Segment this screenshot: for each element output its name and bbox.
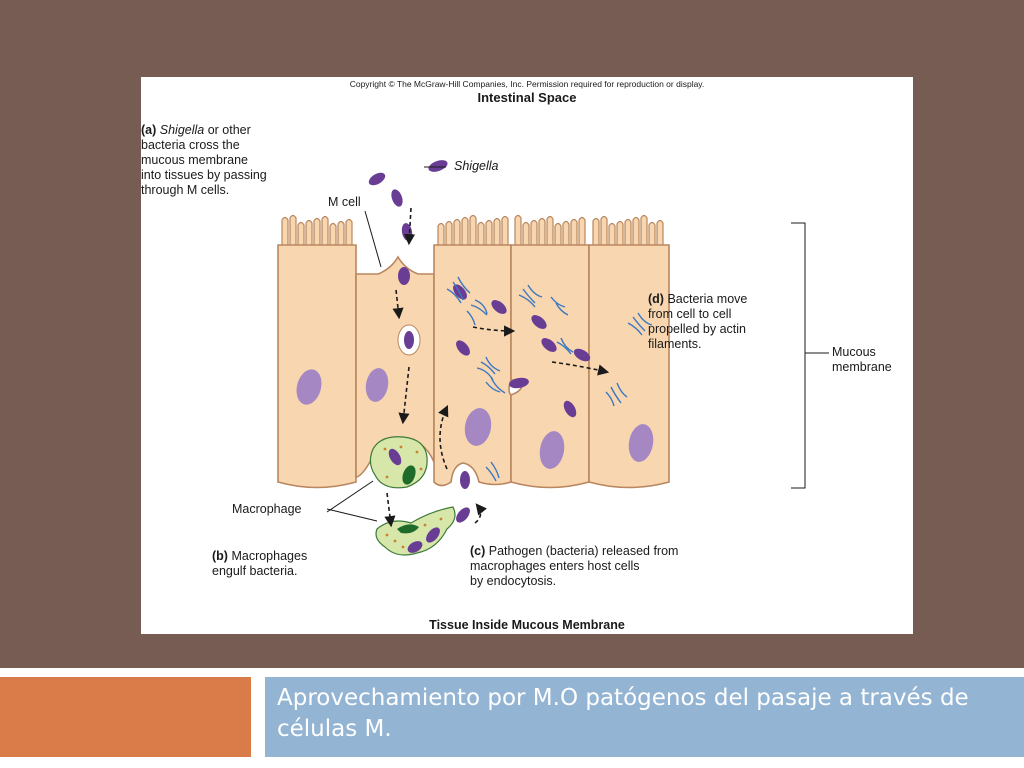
figure-panel: Copyright © The McGraw-Hill Companies, I… <box>141 77 913 634</box>
microvillus <box>562 220 570 245</box>
microvillus <box>648 221 656 245</box>
bacterium <box>563 400 577 418</box>
microvillus <box>530 219 538 245</box>
bacterium <box>456 340 470 356</box>
microvillus <box>337 220 345 245</box>
microvillus <box>514 214 522 245</box>
nucleus <box>365 368 389 402</box>
bacterium <box>388 448 402 466</box>
bacterium <box>428 160 448 172</box>
microvillus <box>477 221 485 245</box>
bacterium <box>541 338 557 352</box>
microvillus <box>469 214 477 245</box>
nucleus <box>464 408 492 446</box>
label-c-letter: (c) <box>470 544 486 558</box>
microvillus <box>345 218 353 245</box>
label-a-shigella: Shigella <box>159 123 205 137</box>
microvillus <box>313 217 321 245</box>
microvillus <box>592 217 600 245</box>
label-macrophage: Macrophage <box>232 502 302 516</box>
microvillus <box>281 216 289 245</box>
microvillus <box>321 215 329 245</box>
label-m-cell: M cell <box>328 195 361 209</box>
label-d: (d) Bacteria move from cell to cell prop… <box>648 292 798 352</box>
bacterium <box>398 267 410 285</box>
epithelial-cell-3 <box>433 244 512 487</box>
m-cell <box>355 255 435 478</box>
microvillus <box>570 218 578 245</box>
label-b: (b) Macrophages engulf bacteria. <box>212 549 362 579</box>
microvillus <box>546 215 554 245</box>
microvillus <box>554 222 562 245</box>
label-a: (a) Shigella or other bacteria cross the… <box>141 123 321 198</box>
label-b-letter: (b) <box>212 549 228 563</box>
microvillus <box>600 215 608 245</box>
label-d-text: Bacteria move from cell to cell propelle… <box>648 292 748 351</box>
microvillus <box>578 216 586 245</box>
label-c-text: Pathogen (bacteria) released from macrop… <box>470 544 679 588</box>
microvillus <box>445 220 453 245</box>
microvillus <box>437 222 445 245</box>
bacterium <box>391 189 403 207</box>
macrophage-tissue <box>375 506 456 556</box>
nucleus <box>628 424 654 462</box>
microvillus <box>522 221 530 245</box>
microvillus <box>501 215 509 245</box>
microvillus <box>289 214 297 245</box>
microvillus <box>305 219 313 245</box>
microvillus <box>329 222 337 245</box>
bacterium <box>531 315 547 329</box>
nucleus <box>296 369 322 405</box>
microvilli <box>281 214 664 245</box>
microvillus <box>493 217 501 245</box>
epithelial-cell-1 <box>277 244 357 489</box>
bacterium <box>426 527 440 543</box>
epithelial-cell-5 <box>588 244 670 489</box>
nucleus <box>539 431 565 469</box>
label-d-letter: (d) <box>648 292 664 306</box>
bacterium <box>407 541 423 553</box>
pointer-lines <box>326 166 829 522</box>
bacterium <box>368 172 386 186</box>
label-c: (c) Pathogen (bacteria) released from ma… <box>470 544 770 589</box>
label-mucous-membrane: Mucous membrane <box>832 345 892 374</box>
microvillus <box>608 222 616 245</box>
microvillus <box>640 214 648 245</box>
label-shigella: Shigella <box>454 159 499 173</box>
label-a-letter: (a) <box>141 123 157 137</box>
macrophage-pocket <box>369 436 428 489</box>
microvillus <box>656 219 664 245</box>
intestinal-space-heading: Intestinal Space <box>477 90 577 105</box>
microvillus <box>624 218 632 245</box>
microvillus <box>538 217 546 245</box>
bacterium <box>509 377 529 389</box>
bacterium <box>401 223 413 241</box>
microvillus <box>616 220 624 245</box>
label-b-text: Macrophages engulf bacteria. <box>212 549 308 578</box>
bacterium <box>404 331 414 349</box>
bacterium <box>460 471 470 489</box>
epithelial-cells <box>277 244 670 489</box>
microvillus <box>297 221 305 245</box>
microvillus <box>485 219 493 245</box>
intestinal-epithelium-diagram <box>277 160 829 556</box>
accent-block <box>0 677 251 757</box>
microvillus <box>453 218 461 245</box>
nucleus <box>402 465 416 485</box>
bacterium <box>573 348 591 362</box>
microvillus <box>632 216 640 245</box>
bacterium <box>491 300 507 314</box>
microvillus <box>461 216 469 245</box>
bacterium <box>456 507 470 523</box>
movement-arrows <box>384 207 610 528</box>
caption-bar: Aprovechamiento por M.O patógenos del pa… <box>265 677 1024 757</box>
slide-caption: Aprovechamiento por M.O patógenos del pa… <box>277 685 969 742</box>
nucleus <box>397 524 419 534</box>
actin-filaments <box>446 276 653 482</box>
copyright-notice: Copyright © The McGraw-Hill Companies, I… <box>349 79 705 89</box>
tissue-heading: Tissue Inside Mucous Membrane <box>429 618 625 632</box>
nuclei <box>296 368 654 469</box>
label-a-text: or other bacteria cross the mucous membr… <box>141 123 267 197</box>
